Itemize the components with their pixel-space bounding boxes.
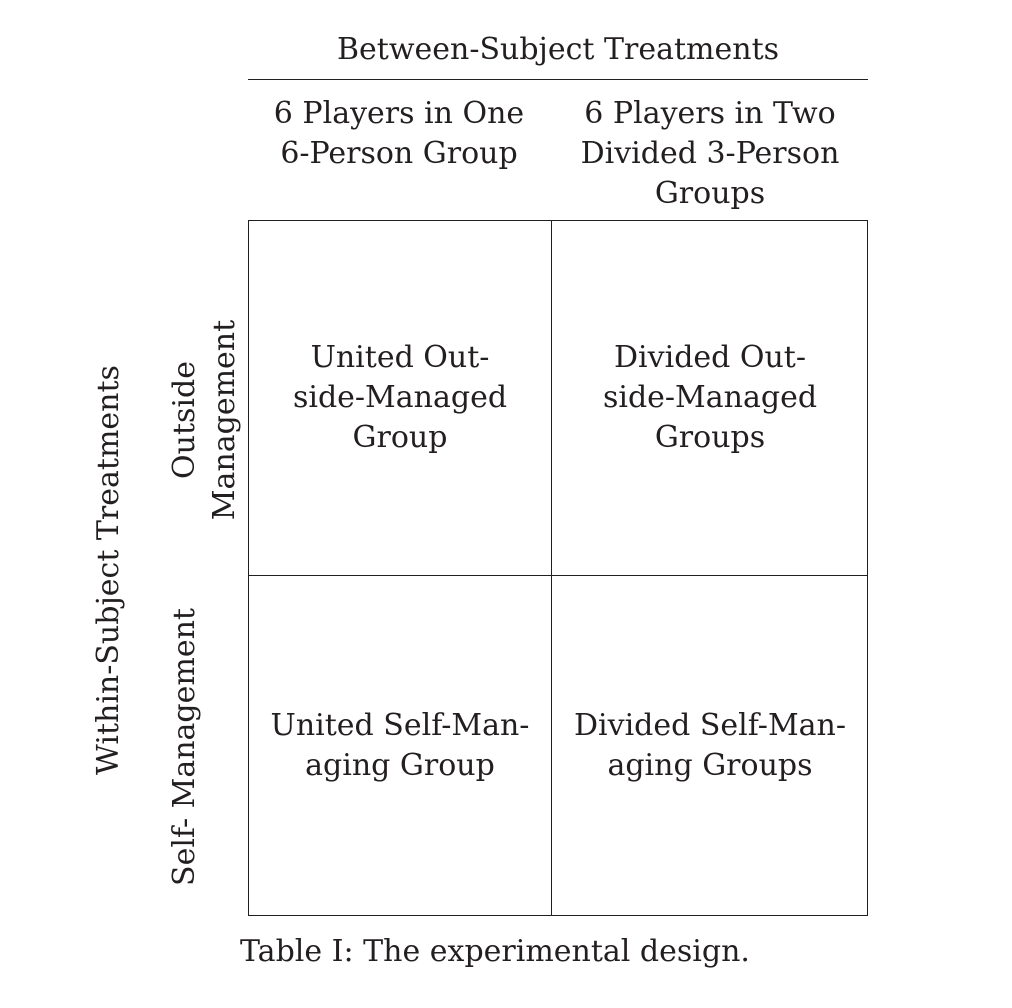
column-header-one-group: 6 Players in One 6-Person Group	[273, 96, 525, 171]
table-caption: Table I: The experimental design.	[240, 934, 750, 969]
column-group-header: Between-Subject Treatments	[336, 32, 780, 67]
cell-divided-self-managing: Divided Self-Man- aging Groups	[573, 708, 847, 783]
cell-united-outside-managed: United Out- side-Managed Group	[292, 340, 508, 455]
row-header-self-management: Self- Management	[167, 608, 202, 886]
cell-divided-outside-managed: Divided Out- side-Managed Groups	[602, 340, 818, 455]
column-header-two-groups: 6 Players in Two Divided 3-Person Groups	[580, 96, 840, 211]
grid-horizontal-divider	[248, 575, 868, 576]
row-group-header: Within-Subject Treatments	[91, 365, 126, 775]
cell-united-self-managing: United Self-Man- aging Group	[270, 708, 530, 783]
design-grid	[248, 220, 868, 916]
row-header-outside-management: Outside Management	[167, 319, 242, 521]
grid-vertical-divider	[551, 220, 552, 916]
header-rule	[248, 79, 868, 80]
